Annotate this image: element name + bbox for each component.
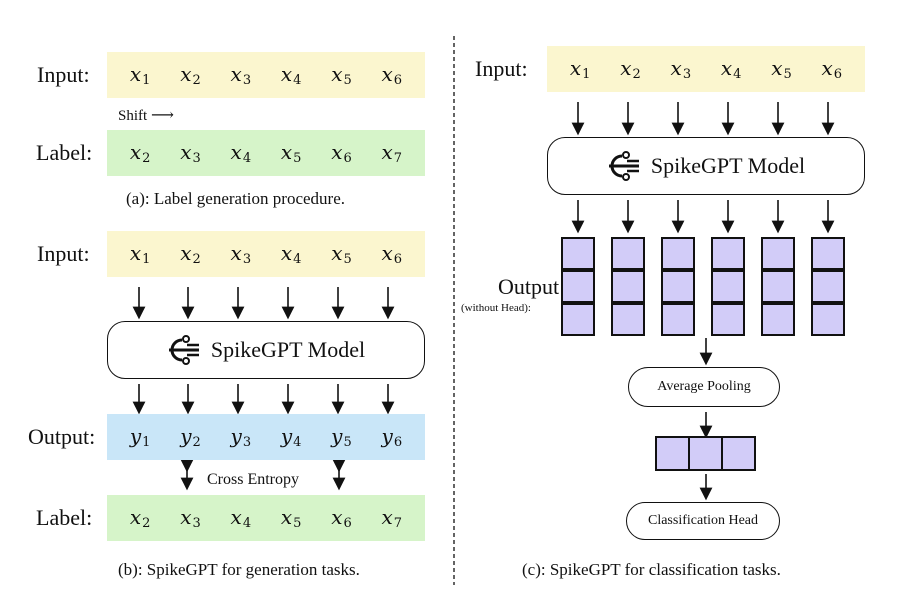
model-title: SpikeGPT Model [210, 337, 366, 362]
output-cell [711, 237, 745, 270]
token: x2 [180, 241, 201, 267]
average-pooling-box: Average Pooling [628, 367, 780, 407]
panel-b-label-row: x2 x3 x4 x5 x6 x7 [107, 495, 425, 541]
token: x2 [129, 140, 151, 166]
output-cell [711, 270, 745, 303]
output-cell [811, 237, 845, 270]
output-cell [661, 303, 695, 336]
panel-b-output-label: Output: [28, 424, 96, 449]
token: x6 [821, 56, 843, 82]
panel-c-output-label: Output [498, 274, 560, 299]
output-cell [661, 237, 695, 270]
token: x3 [230, 62, 252, 88]
token: y3 [230, 424, 252, 450]
output-cell [611, 237, 645, 270]
token: x4 [280, 62, 302, 88]
panel-c-output-sublabel: (without Head): [461, 302, 531, 314]
token: y5 [331, 424, 352, 450]
panel-b-input-row: x1 x2 x3 x4 x5 x6 [107, 231, 425, 277]
pooled-cell [721, 436, 756, 471]
token: x3 [180, 140, 201, 166]
panel-c-input-row: x1 x2 x3 x4 x5 x6 [547, 46, 865, 92]
token: x6 [381, 62, 403, 88]
token: x6 [381, 241, 403, 267]
classification-head-box: Classification Head [626, 502, 780, 540]
output-cell [761, 237, 795, 270]
token: x6 [331, 505, 352, 531]
token: x5 [280, 140, 302, 166]
token: x5 [331, 241, 352, 267]
token: x1 [129, 62, 151, 88]
panel-b-output-row: y1 y2 y3 y4 y5 y6 [107, 414, 425, 460]
pooled-cell [655, 436, 690, 471]
panel-a-input-row: x1 x2 x3 x4 x5 x6 [107, 52, 425, 98]
token: x5 [280, 505, 302, 531]
token: x2 [129, 505, 151, 531]
panel-c-spikegpt-model-box: SpikeGPT Model [547, 137, 865, 195]
output-cell [811, 303, 845, 336]
panel-a-input-label: Input: [37, 62, 90, 87]
token: x2 [620, 56, 641, 82]
token: x1 [569, 56, 591, 82]
token: x4 [230, 140, 252, 166]
token: x5 [331, 62, 352, 88]
token: x1 [129, 241, 151, 267]
token: x4 [230, 505, 252, 531]
token: y4 [280, 424, 302, 450]
output-cell [611, 303, 645, 336]
token: y6 [381, 424, 403, 450]
token: x3 [670, 56, 692, 82]
token: y2 [180, 424, 201, 450]
shift-annotation: Shift ⟶ [118, 108, 174, 124]
token: x2 [180, 62, 201, 88]
panel-b-spikegpt-model-box: SpikeGPT Model [107, 321, 425, 379]
spikegpt-logo-icon [608, 151, 639, 181]
token: y1 [129, 424, 151, 450]
token: x5 [771, 56, 792, 82]
panel-c-input-label: Input: [475, 56, 528, 81]
panel-c-caption: (c): SpikeGPT for classification tasks. [522, 560, 781, 579]
output-cell [711, 303, 745, 336]
output-cell [761, 270, 795, 303]
panel-a-label-row: x2 x3 x4 x5 x6 x7 [107, 130, 425, 176]
average-pooling-label: Average Pooling [657, 379, 751, 394]
token: x3 [230, 241, 252, 267]
token: x4 [720, 56, 742, 82]
token: x7 [381, 140, 403, 166]
output-cell [661, 270, 695, 303]
panel-a-caption: (a): Label generation procedure. [126, 189, 345, 208]
output-cell [561, 237, 595, 270]
spikegpt-logo-icon [168, 335, 199, 365]
output-cell [761, 303, 795, 336]
output-cell [561, 303, 595, 336]
classification-head-label: Classification Head [647, 513, 759, 528]
panel-b-input-label: Input: [37, 241, 90, 266]
token: x3 [180, 505, 201, 531]
panel-b-label-label: Label: [36, 505, 93, 530]
output-cell [811, 270, 845, 303]
model-title: SpikeGPT Model [650, 153, 806, 178]
token: x7 [381, 505, 403, 531]
panel-a-label-label: Label: [36, 140, 93, 165]
right-arrow-icon: ⟶ [150, 107, 174, 124]
output-cell [611, 270, 645, 303]
token: x6 [331, 140, 352, 166]
token: x4 [280, 241, 302, 267]
panel-b-caption: (b): SpikeGPT for generation tasks. [118, 560, 360, 579]
pooled-cell [688, 436, 723, 471]
output-cell [561, 270, 595, 303]
shift-label: Shift [118, 108, 148, 124]
cross-entropy-label: Cross Entropy [207, 471, 299, 488]
